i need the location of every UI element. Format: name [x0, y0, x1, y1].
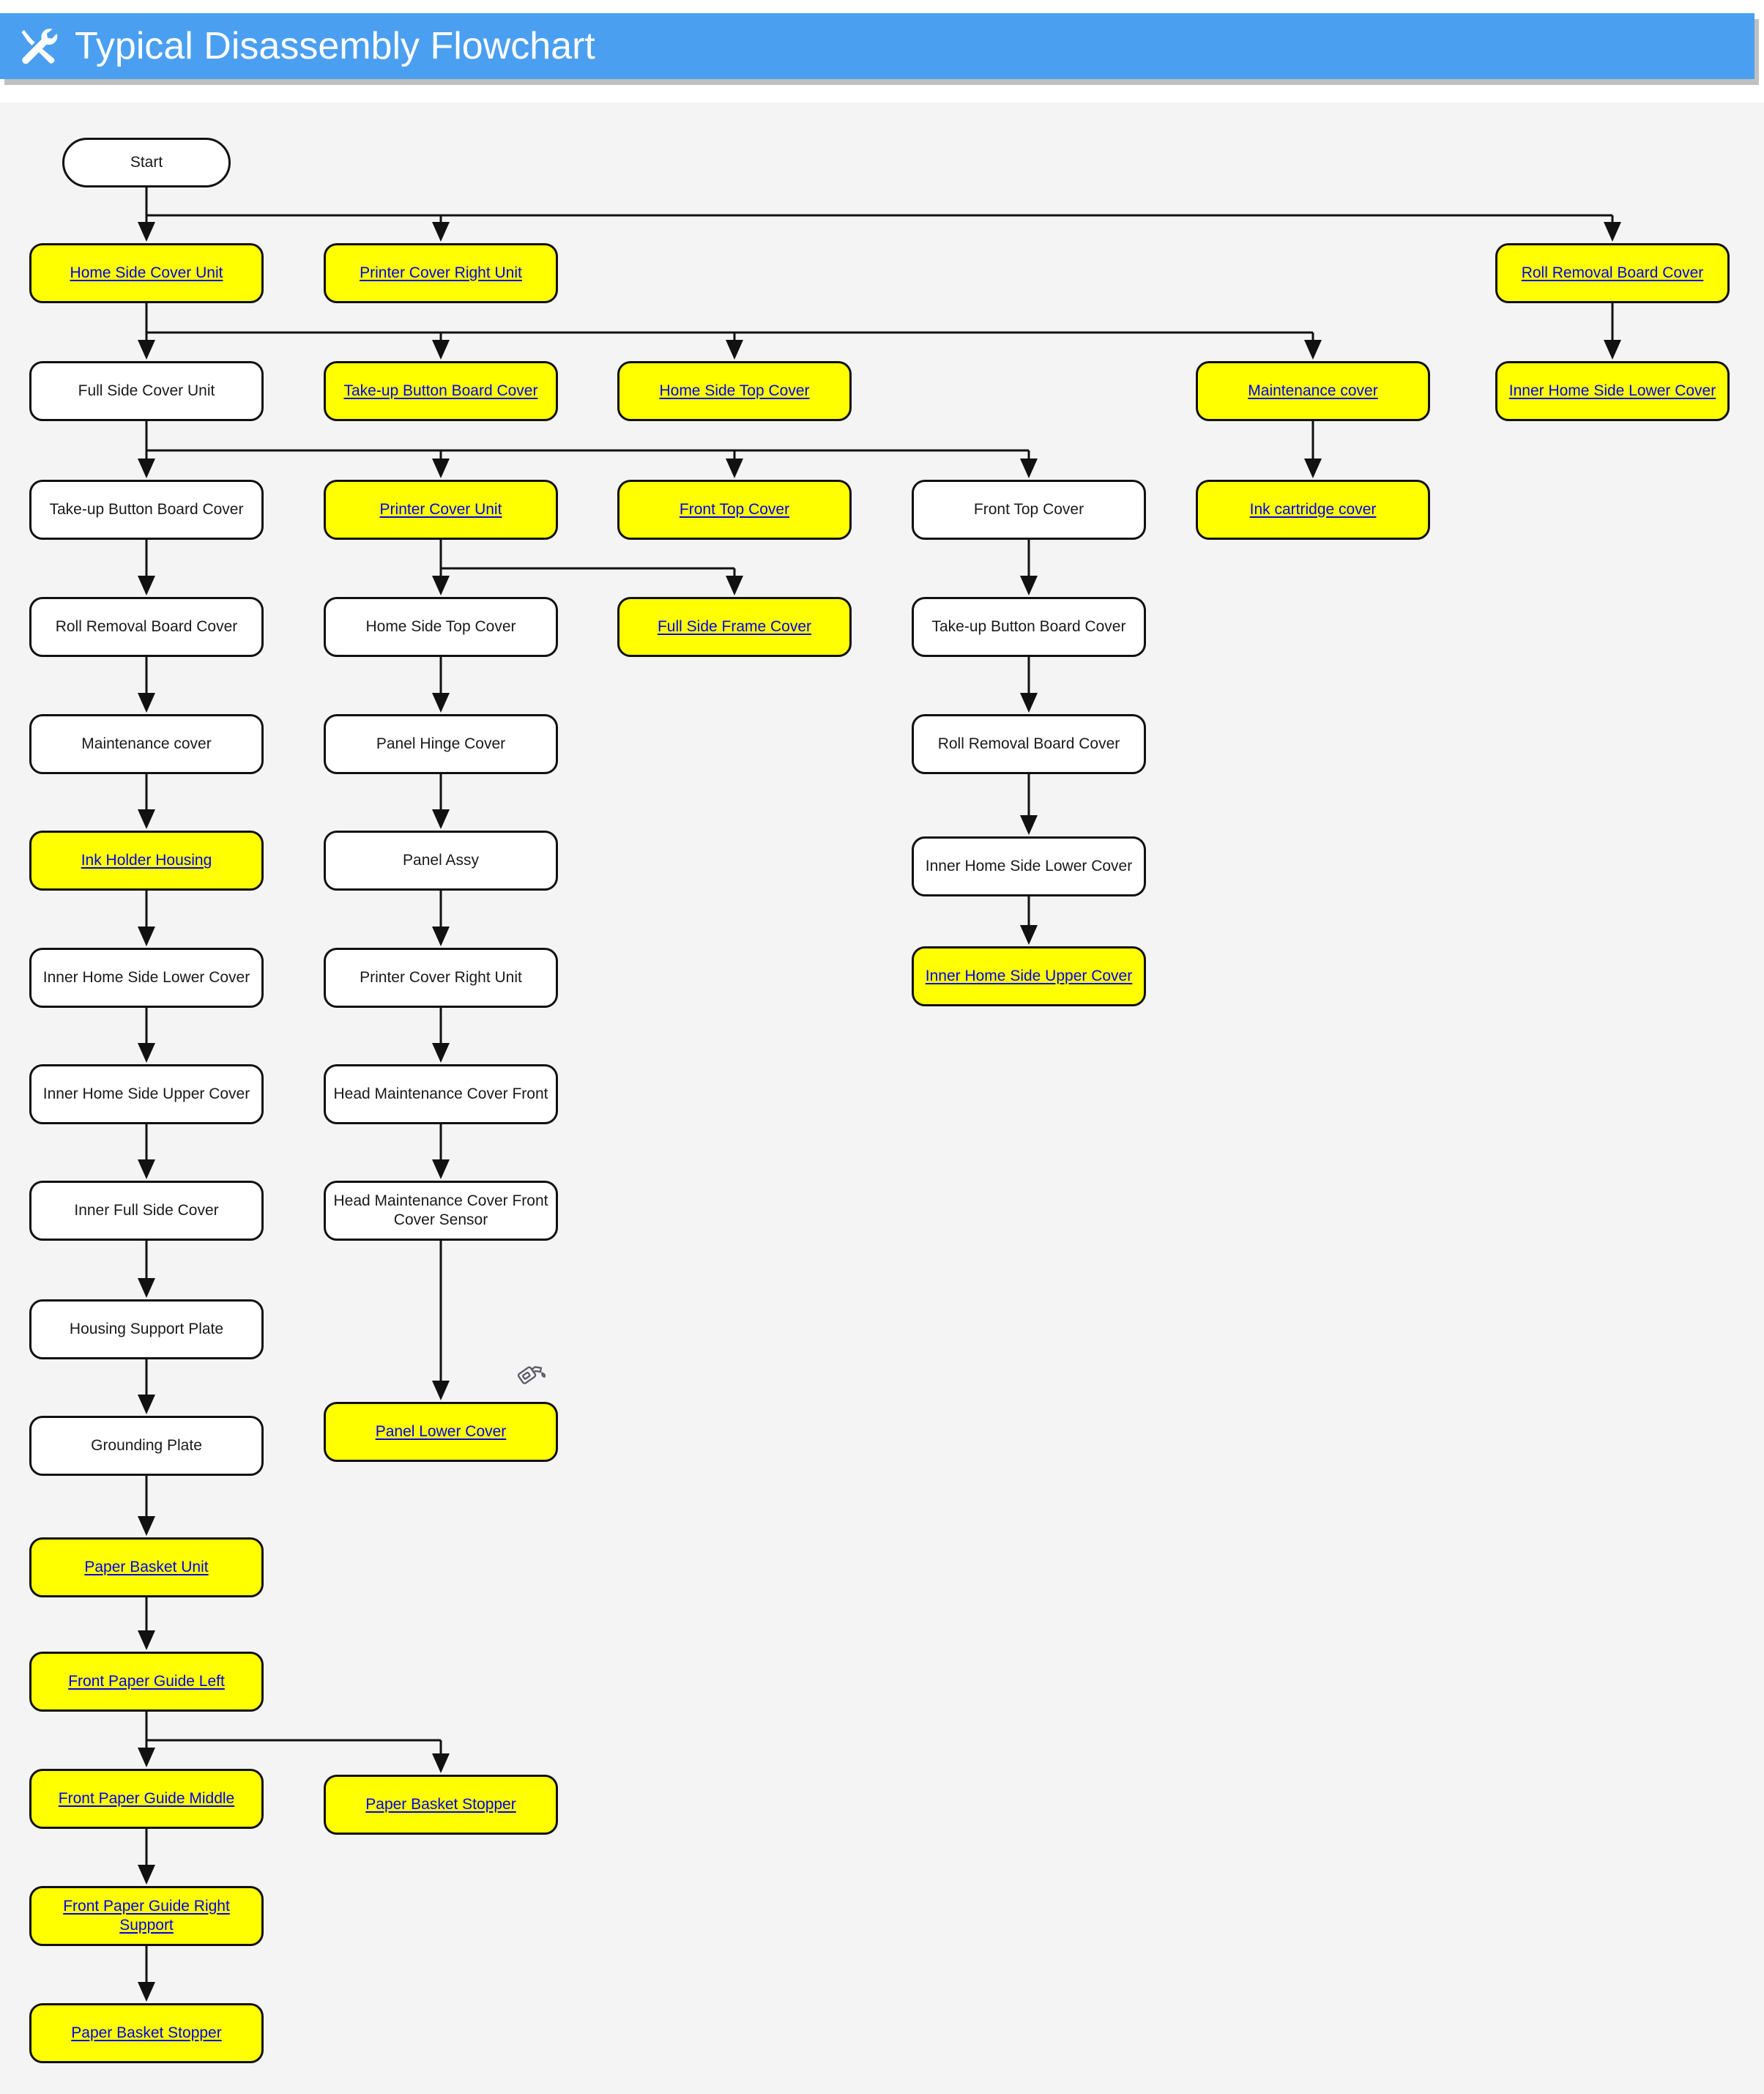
flow-node-label: Take-up Button Board Cover [50, 500, 244, 519]
flow-node: Inner Home Side Lower Cover [29, 948, 264, 1008]
flow-node-label: Home Side Cover Unit [70, 264, 223, 283]
flow-node[interactable]: Front Paper Guide Right Support [29, 1886, 264, 1946]
flow-node-label: Printer Cover Unit [380, 500, 502, 519]
flow-node-label: Housing Support Plate [70, 1320, 223, 1339]
flow-node-label: Front Top Cover [680, 500, 789, 519]
flow-node-label: Head Maintenance Cover Front Cover Senso… [333, 1192, 548, 1230]
flow-node-label: Front Paper Guide Middle [59, 1789, 234, 1808]
flow-node: Inner Full Side Cover [29, 1181, 264, 1241]
flow-node-label: Home Side Top Cover [365, 617, 516, 636]
flow-node-label: Take-up Button Board Cover [932, 617, 1126, 636]
page-title: Typical Disassembly Flowchart [75, 27, 595, 65]
flow-node-label: Printer Cover Right Unit [360, 968, 522, 987]
flow-node-label: Roll Removal Board Cover [56, 617, 238, 636]
flow-node[interactable]: Front Paper Guide Middle [29, 1769, 264, 1829]
flow-node: Panel Hinge Cover [324, 714, 558, 774]
flow-node-label: Inner Home Side Upper Cover [43, 1085, 250, 1104]
flow-node: Head Maintenance Cover Front [324, 1064, 558, 1124]
flow-node: Maintenance cover [29, 714, 264, 774]
flow-node-label: Inner Home Side Upper Cover [926, 967, 1132, 986]
flow-node: Head Maintenance Cover Front Cover Senso… [324, 1181, 558, 1241]
flow-node[interactable]: Ink Holder Housing [29, 831, 264, 891]
flow-node: Inner Home Side Lower Cover [912, 836, 1146, 896]
flow-node: Start [62, 138, 231, 188]
flow-node[interactable]: Home Side Cover Unit [29, 243, 264, 303]
flow-node-label: Roll Removal Board Cover [1522, 264, 1704, 283]
app-header: Typical Disassembly Flowchart [0, 13, 1754, 79]
flow-node: Printer Cover Right Unit [324, 948, 558, 1008]
flow-node-label: Maintenance cover [1248, 382, 1377, 401]
wrench-screwdriver-icon [18, 25, 60, 67]
flow-node-label: Inner Full Side Cover [74, 1201, 218, 1220]
flow-node-label: Grounding Plate [91, 1436, 202, 1455]
flow-node[interactable]: Inner Home Side Lower Cover [1495, 361, 1730, 421]
flow-node[interactable]: Roll Removal Board Cover [1495, 243, 1730, 303]
flow-node: Take-up Button Board Cover [912, 597, 1146, 657]
flow-node[interactable]: Paper Basket Stopper [29, 2003, 264, 2063]
flow-node: Home Side Top Cover [324, 597, 558, 657]
flow-node-label: Home Side Top Cover [659, 382, 809, 401]
flow-node: Full Side Cover Unit [29, 361, 264, 421]
flow-node-label: Front Top Cover [974, 500, 1084, 519]
flow-node[interactable]: Printer Cover Unit [324, 480, 558, 540]
flow-node: Take-up Button Board Cover [29, 480, 264, 540]
flow-node-label: Full Side Frame Cover [658, 617, 811, 636]
flow-node-label: Paper Basket Stopper [365, 1795, 516, 1814]
flow-node[interactable]: Maintenance cover [1196, 361, 1430, 421]
flow-node-label: Printer Cover Right Unit [360, 264, 522, 283]
flow-node-label: Take-up Button Board Cover [344, 382, 538, 401]
flow-node[interactable]: Paper Basket Stopper [324, 1775, 558, 1835]
flow-node[interactable]: Full Side Frame Cover [617, 597, 852, 657]
flow-node-label: Panel Lower Cover [376, 1422, 507, 1441]
flow-node[interactable]: Panel Lower Cover [324, 1402, 558, 1462]
flow-node[interactable]: Printer Cover Right Unit [324, 243, 558, 303]
flow-node-label: Full Side Cover Unit [78, 382, 215, 401]
flow-node-label: Inner Home Side Lower Cover [926, 857, 1132, 876]
flow-node: Roll Removal Board Cover [912, 714, 1146, 774]
flow-node-label: Maintenance cover [81, 735, 211, 754]
flow-node: Inner Home Side Upper Cover [29, 1064, 264, 1124]
flow-node: Grounding Plate [29, 1416, 264, 1476]
flow-node[interactable]: Front Paper Guide Left [29, 1652, 264, 1712]
flow-node-label: Head Maintenance Cover Front [334, 1085, 548, 1104]
flow-node: Roll Removal Board Cover [29, 597, 264, 657]
flow-node-label: Roll Removal Board Cover [938, 735, 1120, 754]
flow-node[interactable]: Home Side Top Cover [617, 361, 852, 421]
lubricant-bottle-icon [517, 1358, 551, 1392]
flow-node[interactable]: Paper Basket Unit [29, 1537, 264, 1597]
flow-node-label: Front Paper Guide Left [68, 1672, 225, 1691]
flow-node-label: Paper Basket Stopper [71, 2024, 221, 2043]
flow-node-label: Front Paper Guide Right Support [39, 1897, 254, 1936]
flowchart-canvas: StartHome Side Cover UnitPrinter Cover R… [0, 103, 1764, 2094]
flow-node-label: Panel Assy [403, 851, 479, 870]
flow-node-label: Ink Holder Housing [81, 851, 212, 870]
flow-node-label: Paper Basket Unit [84, 1558, 208, 1577]
flow-node[interactable]: Ink cartridge cover [1196, 480, 1430, 540]
flow-node-label: Panel Hinge Cover [376, 735, 505, 754]
flow-node-label: Inner Home Side Lower Cover [43, 968, 250, 987]
flow-node-label: Start [130, 153, 163, 172]
flow-node: Panel Assy [324, 831, 558, 891]
flow-node-label: Inner Home Side Lower Cover [1509, 382, 1716, 401]
flow-node-label: Ink cartridge cover [1250, 500, 1377, 519]
flow-node[interactable]: Front Top Cover [617, 480, 852, 540]
flow-node[interactable]: Inner Home Side Upper Cover [912, 946, 1146, 1006]
flow-node: Front Top Cover [912, 480, 1146, 540]
flow-node: Housing Support Plate [29, 1299, 264, 1359]
flow-node[interactable]: Take-up Button Board Cover [324, 361, 558, 421]
